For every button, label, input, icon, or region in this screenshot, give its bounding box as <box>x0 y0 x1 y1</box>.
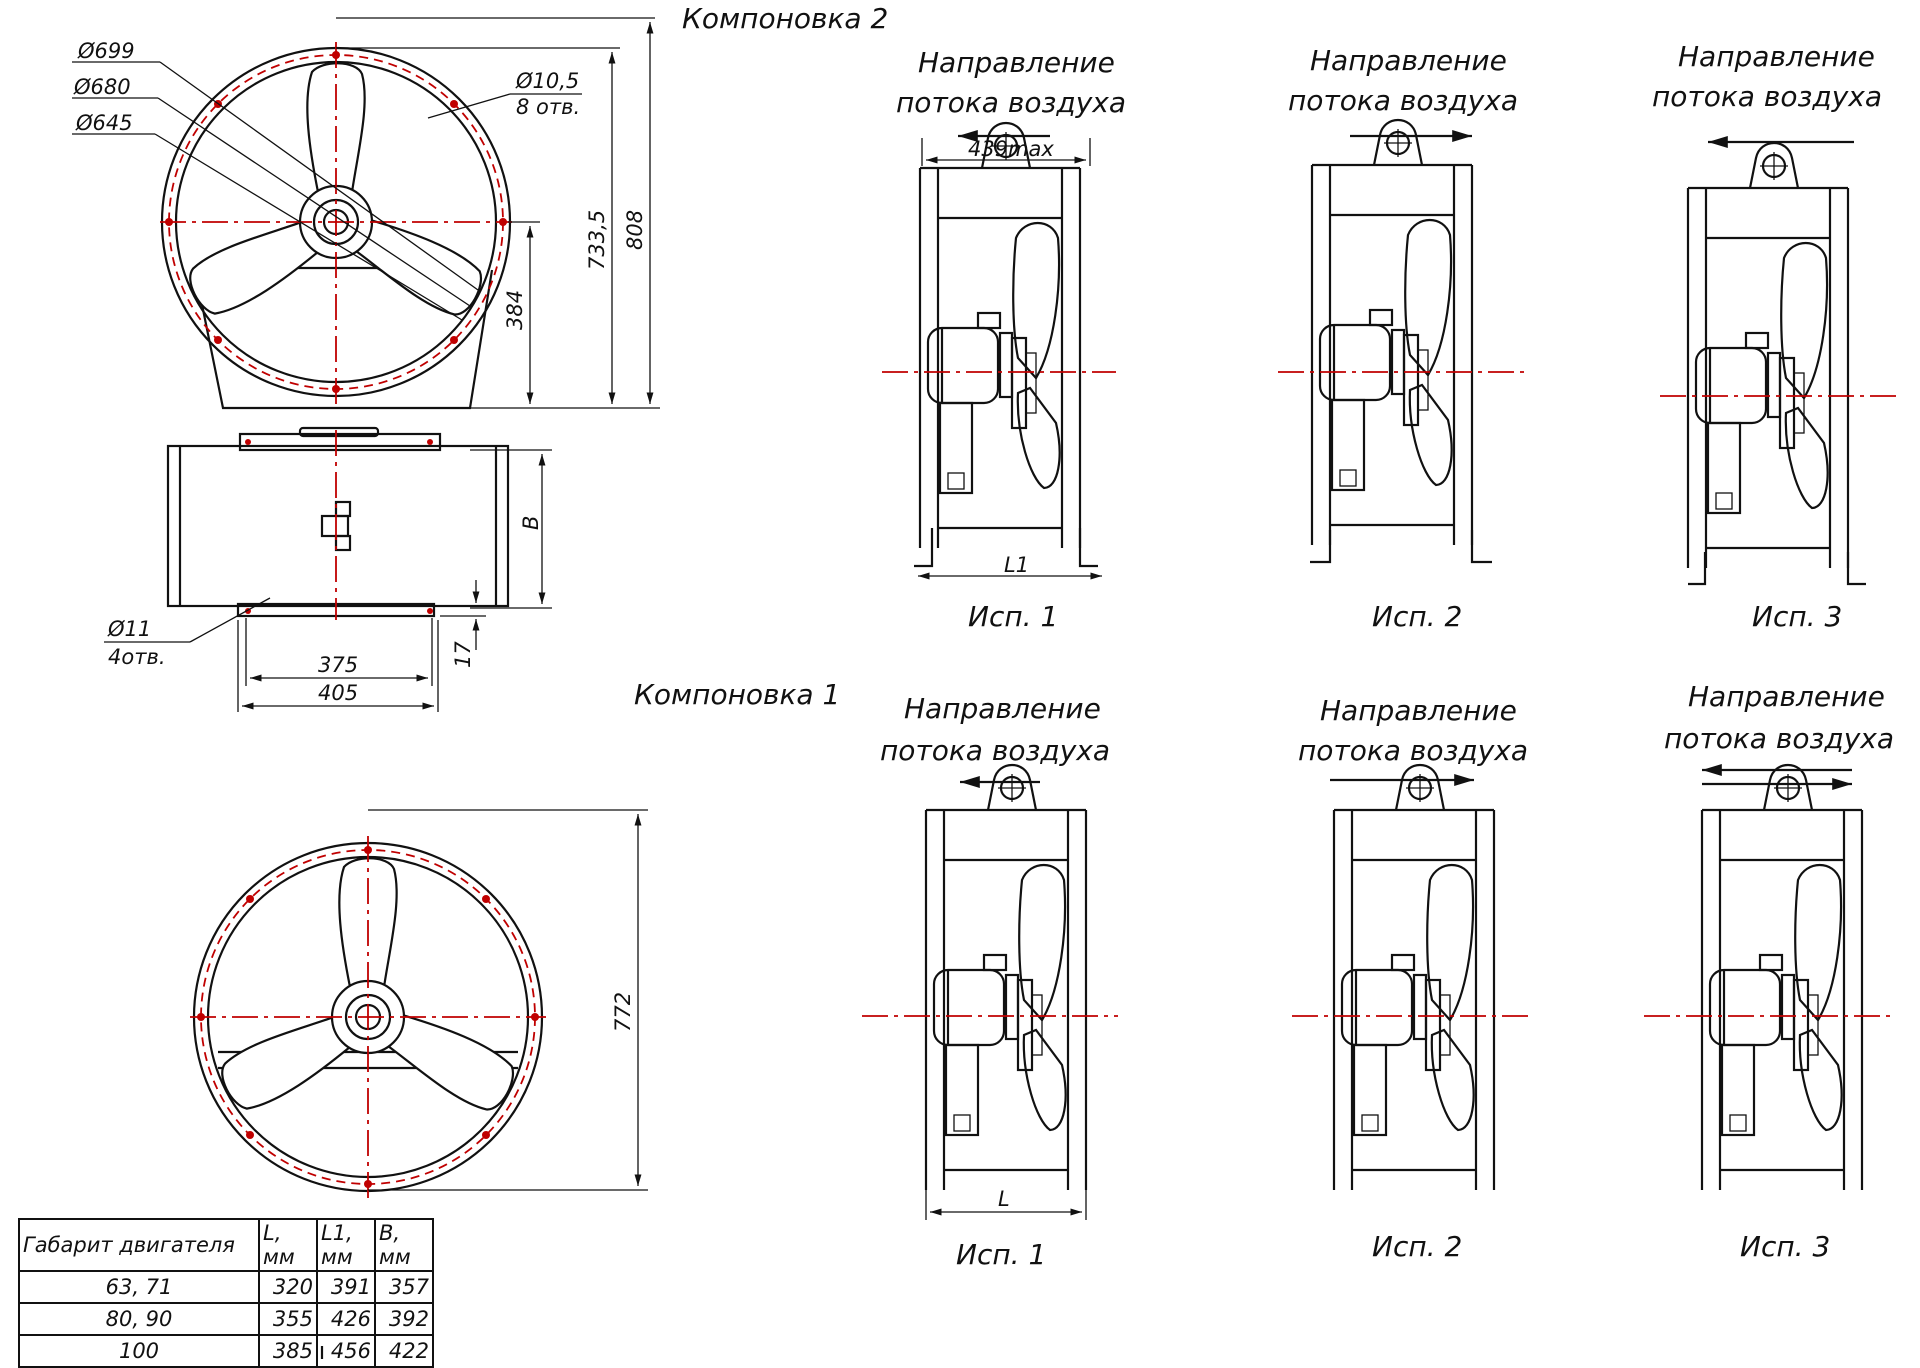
dim-l1: L1 <box>1004 553 1029 577</box>
dim-375: 375 <box>318 653 358 677</box>
variant-top-1: Исп. 1 <box>968 600 1058 633</box>
flow-label-top-1: Направление потока воздуха <box>896 46 1126 142</box>
svg-text:Направление: Направление <box>1688 680 1885 713</box>
table-cell: 320 <box>258 1270 318 1304</box>
dim-l: L <box>998 1187 1010 1211</box>
dim-d680: Ø680 <box>73 75 131 99</box>
dim-b: B <box>519 516 543 530</box>
dim-hole: Ø10,5 <box>515 69 579 93</box>
variant-top-2: Исп. 2 <box>1372 600 1462 633</box>
side-view-top-3 <box>1660 141 1900 586</box>
svg-text:потока воздуха: потока воздуха <box>1664 722 1894 755</box>
top-side-view: B 17 Ø11 4отв. 375 405 <box>104 426 552 712</box>
table-cell: 391 <box>316 1270 376 1304</box>
side-view-bottom-1: L <box>862 763 1118 1220</box>
layout-2-title: Компоновка 2 <box>682 2 888 35</box>
variant-bottom-1: Исп. 1 <box>956 1238 1046 1271</box>
top-front-view: Ø699 Ø680 Ø645 Ø10,5 8 отв. 384 733,5 80… <box>72 17 660 410</box>
dim-405: 405 <box>318 681 358 705</box>
dim-hole-count: 8 отв. <box>516 95 580 119</box>
dim-384: 384 <box>503 290 527 330</box>
dim-d11: Ø11 <box>107 617 151 641</box>
layout-1-title: Компоновка 1 <box>634 678 840 711</box>
dim-d645: Ø645 <box>75 111 133 135</box>
side-view-bottom-3 <box>1644 763 1894 1192</box>
svg-text:потока воздуха: потока воздуха <box>880 734 1110 767</box>
table-row: 100 385 456 422 <box>18 1334 434 1368</box>
table-header: Габарит двигателя <box>18 1218 260 1272</box>
table-cell: 392 <box>374 1302 434 1336</box>
table-cell: 100 <box>18 1334 260 1368</box>
svg-text:потока воздуха: потока воздуха <box>1288 84 1518 117</box>
dim-d699: Ø699 <box>77 39 135 63</box>
dim-772: 772 <box>611 992 635 1032</box>
table-cell: 456 <box>316 1334 376 1368</box>
dim-733: 733,5 <box>585 210 609 270</box>
motor-dimensions-table: Габарит двигателя L, мм L1, мм B, мм 63,… <box>18 1218 434 1368</box>
flow-label-top-3: Направление потока воздуха <box>1652 40 1882 148</box>
svg-text:Направление: Направление <box>1678 40 1875 73</box>
side-view-top-2 <box>1278 118 1528 564</box>
variant-top-3: Исп. 3 <box>1752 600 1842 633</box>
table-cell: 355 <box>258 1302 318 1336</box>
table-header: B, мм <box>374 1218 434 1272</box>
dim-439max: 439max <box>968 137 1054 161</box>
dim-d11-count: 4отв. <box>108 645 166 669</box>
table-header: L1, мм <box>316 1218 376 1272</box>
svg-text:Направление: Направление <box>1320 694 1517 727</box>
table-cell: 385 <box>258 1334 318 1368</box>
svg-text:Направление: Направление <box>1310 44 1507 77</box>
dim-808: 808 <box>623 210 647 250</box>
svg-text:Направление: Направление <box>904 692 1101 725</box>
table-row: 80, 90 355 426 392 <box>18 1302 434 1336</box>
svg-text:потока воздуха: потока воздуха <box>1298 734 1528 767</box>
flow-label-bottom-3: Направление потока воздуха <box>1664 680 1894 790</box>
flow-label-top-2: Направление потока воздуха <box>1288 44 1518 142</box>
svg-text:потока воздуха: потока воздуха <box>896 86 1126 119</box>
table-cell: 80, 90 <box>18 1302 260 1336</box>
side-view-bottom-2 <box>1292 763 1534 1192</box>
flow-label-bottom-1: Направление потока воздуха <box>880 692 1110 788</box>
variant-bottom-3: Исп. 3 <box>1740 1230 1830 1263</box>
variant-bottom-2: Исп. 2 <box>1372 1230 1462 1263</box>
side-view-top-1: 439max L1 <box>882 121 1116 580</box>
table-cell: 426 <box>316 1302 376 1336</box>
svg-text:потока воздуха: потока воздуха <box>1652 80 1882 113</box>
table-cell: 422 <box>374 1334 434 1368</box>
table-row: 63, 71 320 391 357 <box>18 1270 434 1304</box>
dim-17: 17 <box>451 641 475 668</box>
svg-text:Направление: Направление <box>918 46 1115 79</box>
table-header-row: Габарит двигателя L, мм L1, мм B, мм <box>18 1218 434 1272</box>
table-header: L, мм <box>258 1218 318 1272</box>
flow-label-bottom-2: Направление потока воздуха <box>1298 694 1528 786</box>
table-cell: 63, 71 <box>18 1270 260 1304</box>
bottom-front-view: 772 <box>190 809 648 1198</box>
table-cell: 357 <box>374 1270 434 1304</box>
